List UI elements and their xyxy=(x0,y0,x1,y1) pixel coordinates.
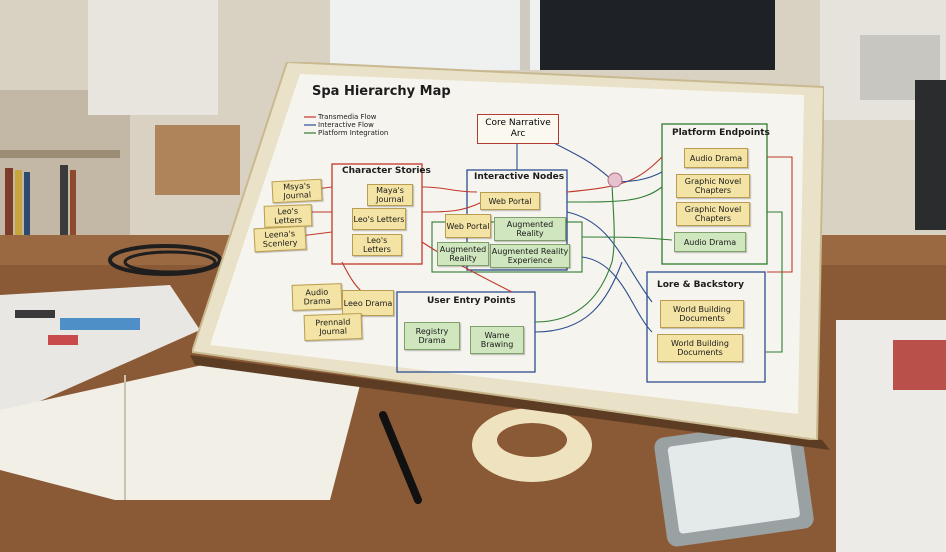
sticky-note: Leena's Scenlery xyxy=(253,225,307,253)
sticky-note: Graphic Novel Chapters xyxy=(676,202,750,226)
sticky-note: Msya's Journal xyxy=(271,178,323,204)
group-title-interactive-nodes: Interactive Nodes xyxy=(474,172,565,182)
legend-platform-integration: Platform Integration xyxy=(318,129,389,137)
group-title-platform-endpoints: Platform Endpoints xyxy=(672,128,770,138)
sticky-note: Augmented Reality Experience xyxy=(490,244,570,268)
legend-transmedia-flow: Transmedia Flow xyxy=(318,113,377,121)
sticky-note: Web Portal xyxy=(445,214,491,238)
sticky-note: Maya's Journal xyxy=(367,184,413,206)
hierarchy-map-board: Spa Hierarchy Map Transmedia Flow Intera… xyxy=(192,62,824,440)
board-title: Spa Hierarchy Map xyxy=(312,84,451,99)
sticky-note: World Building Documents xyxy=(657,334,743,362)
group-title-character-stories: Character Stories xyxy=(342,166,431,176)
sticky-note: Prennald Journal xyxy=(303,312,363,342)
core-narrative-arc-box: Core Narrative Arc xyxy=(477,114,559,144)
legend-interactive-flow: Interactive Flow xyxy=(318,121,374,129)
group-title-user-entry-points: User Entry Points xyxy=(427,296,516,306)
sticky-note: Augmented Reality xyxy=(494,217,566,241)
sticky-note: Leo's Letters xyxy=(263,204,313,228)
sticky-note: Graphic Novel Chapters xyxy=(676,174,750,198)
sticky-note: Leo's Letters xyxy=(352,234,402,256)
sticky-note: Audio Drama xyxy=(291,283,343,311)
sticky-note: Audio Drama xyxy=(674,232,746,252)
sticky-note: Audio Drama xyxy=(684,148,748,168)
group-title-lore-backstory: Lore & Backstory xyxy=(657,280,744,290)
sticky-note: Registry Drama xyxy=(404,322,460,350)
sticky-note: Leo's Letters xyxy=(352,208,406,230)
sticky-note: Wame Brawing xyxy=(470,326,524,354)
sticky-note: Augmented Reality xyxy=(437,242,489,266)
sticky-note: Web Portal xyxy=(480,192,540,210)
sticky-note: World Building Documents xyxy=(660,300,744,328)
sticky-note: Leeo Drama xyxy=(342,290,394,316)
